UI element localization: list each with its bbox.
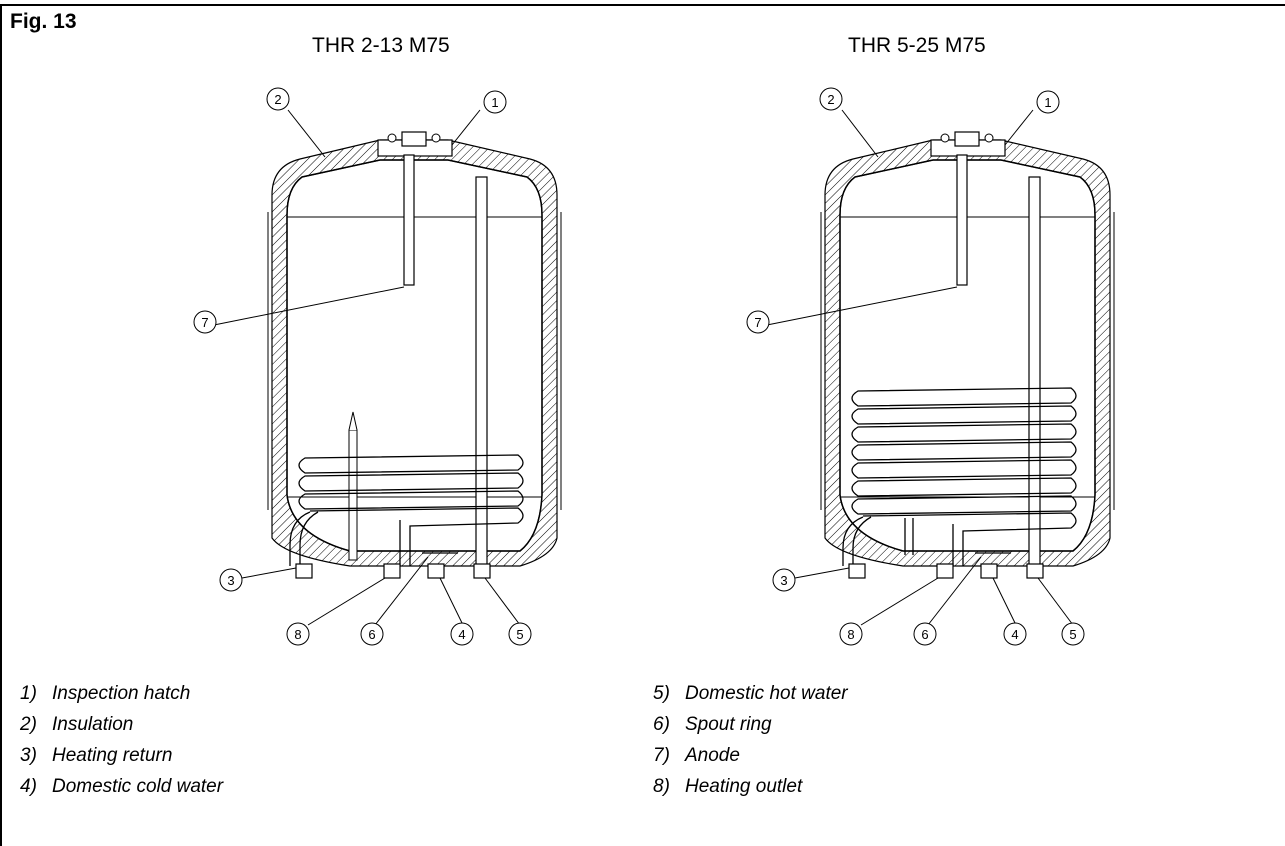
callout-marker-6: 6 — [360, 622, 384, 646]
frame-left-border — [0, 4, 2, 846]
legend-item: 7)Anode — [653, 745, 740, 766]
callout-number: 8 — [847, 627, 854, 642]
callout-number: 5 — [1069, 627, 1076, 642]
callouts-left — [213, 109, 521, 626]
callout-marker-1: 1 — [1036, 90, 1060, 114]
callout-marker-2: 2 — [266, 87, 290, 111]
callout-marker-3: 3 — [772, 568, 796, 592]
callout-number: 4 — [458, 627, 465, 642]
callout-marker-5: 5 — [508, 622, 532, 646]
callout-number: 1 — [491, 95, 498, 110]
callout-number: 3 — [227, 573, 234, 588]
legend-item: 5)Domestic hot water — [653, 683, 848, 704]
callout-marker-7: 7 — [746, 310, 770, 334]
callout-marker-3: 3 — [219, 568, 243, 592]
tank-diagrams: 1 2 3 4 5 6 7 8 1 2 3 4 5 6 7 8 — [193, 87, 1115, 646]
callout-marker-8: 8 — [286, 622, 310, 646]
callout-marker-8: 8 — [839, 622, 863, 646]
callout-number: 8 — [294, 627, 301, 642]
callout-number: 5 — [516, 627, 523, 642]
legend-left: 1)Inspection hatch 2)Insulation 3)Heatin… — [20, 678, 223, 802]
tank-right — [820, 131, 1115, 579]
callout-number: 6 — [921, 627, 928, 642]
callout-number: 1 — [1044, 95, 1051, 110]
legend-item: 8)Heating outlet — [653, 776, 803, 797]
callout-number: 6 — [368, 627, 375, 642]
frame-top-border — [0, 4, 1285, 6]
legend-item: 1)Inspection hatch — [20, 683, 191, 704]
callout-marker-1: 1 — [483, 90, 507, 114]
model-title-left: THR 2-13 M75 — [312, 34, 450, 57]
callout-marker-4: 4 — [450, 622, 474, 646]
callout-markers-left: 1 2 3 4 5 6 7 8 — [193, 87, 532, 646]
callout-marker-6: 6 — [913, 622, 937, 646]
callout-number: 3 — [780, 573, 787, 588]
tank-left — [267, 131, 562, 579]
model-title-right: THR 5-25 M75 — [848, 34, 986, 57]
legend-item: 6)Spout ring — [653, 714, 772, 735]
figure-label: Fig. 13 — [10, 10, 77, 33]
legend-right: 5)Domestic hot water 6)Spout ring 7)Anod… — [653, 678, 848, 802]
callout-number: 7 — [754, 315, 761, 330]
legend-item: 2)Insulation — [20, 714, 134, 735]
callout-marker-2: 2 — [819, 87, 843, 111]
callout-number: 2 — [827, 92, 834, 107]
callout-marker-5: 5 — [1061, 622, 1085, 646]
callout-marker-4: 4 — [1003, 622, 1027, 646]
callouts-right — [766, 109, 1074, 626]
callout-markers-right: 1 2 3 4 5 6 7 8 — [746, 87, 1085, 646]
legend-item: 4)Domestic cold water — [20, 776, 224, 797]
legend-item: 3)Heating return — [20, 745, 173, 766]
callout-marker-7: 7 — [193, 310, 217, 334]
callout-number: 2 — [274, 92, 281, 107]
callout-number: 4 — [1011, 627, 1018, 642]
callout-number: 7 — [201, 315, 208, 330]
